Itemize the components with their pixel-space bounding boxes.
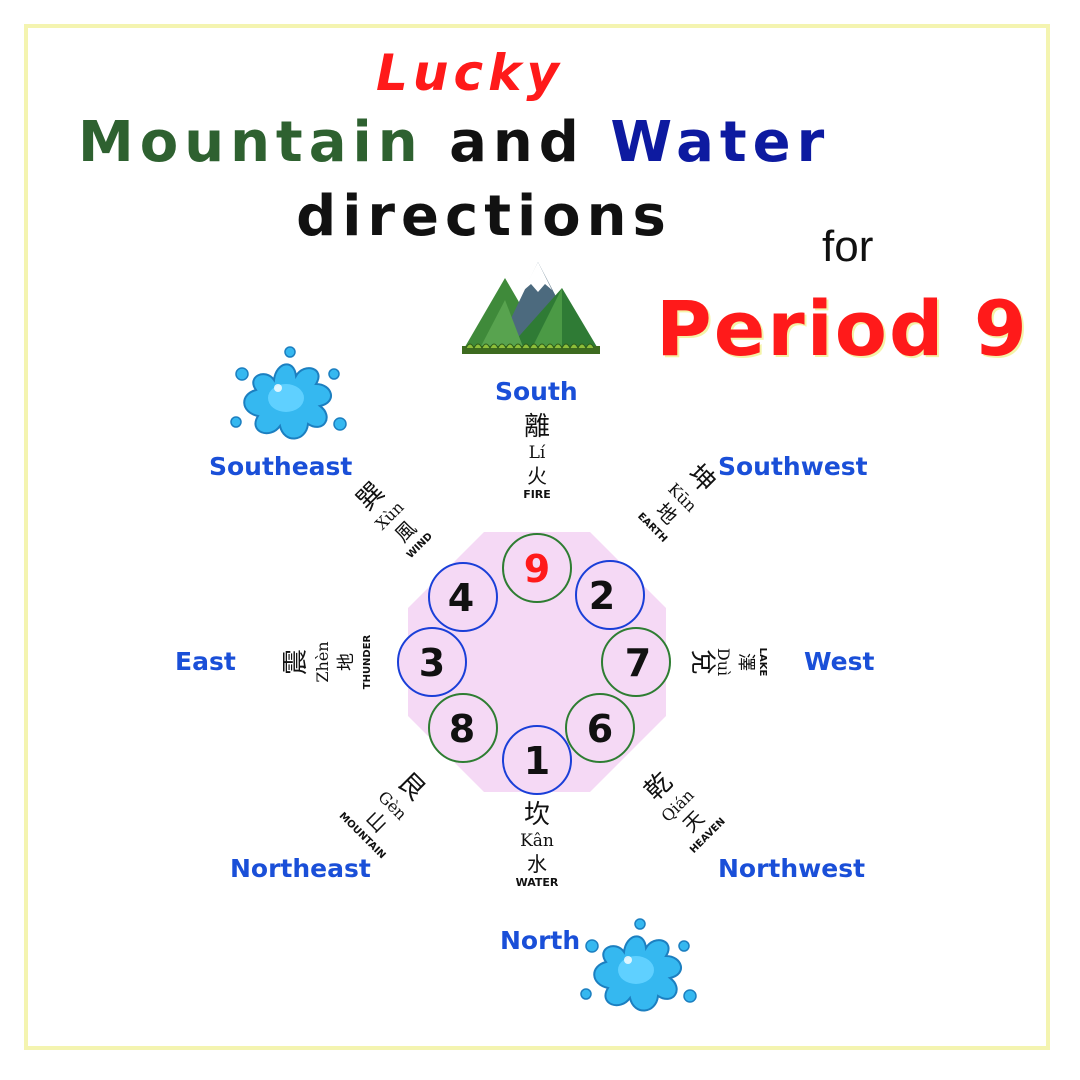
trigram-north-pinyin: Kân xyxy=(520,831,554,852)
star-number-west: 7 xyxy=(625,641,651,685)
title-period: Period 9 xyxy=(656,284,1029,373)
direction-southwest: Southwest xyxy=(718,452,868,481)
trigram-east-element: THUNDER xyxy=(362,634,373,689)
water-splash-icon xyxy=(230,346,347,440)
trigram-south: 離 Lí 火 FIRE xyxy=(487,412,587,501)
direction-southeast: Southeast xyxy=(209,452,353,481)
star-circle-north xyxy=(502,725,572,795)
trigram-west-pinyin: Duì xyxy=(714,648,733,676)
title-directions: directions xyxy=(296,184,672,249)
star-circle-northeast xyxy=(428,693,498,763)
title-for: for xyxy=(822,222,874,271)
star-number-north: 1 xyxy=(524,739,550,783)
star-number-southwest: 2 xyxy=(589,574,615,618)
title-lucky: Lucky xyxy=(376,44,564,102)
star-circle-east xyxy=(397,627,467,697)
trigram-east-element-cn: 地 xyxy=(336,653,357,671)
water-splash-icon xyxy=(580,918,697,1012)
star-circle-west xyxy=(601,627,671,697)
title-mountain: Mountain xyxy=(78,110,424,175)
direction-west: West xyxy=(804,647,875,676)
trigram-north-element: WATER xyxy=(515,875,559,889)
star-number-east: 3 xyxy=(419,641,445,685)
trigram-north: 坎 Kân 水 WATER xyxy=(487,800,587,889)
star-circle-northwest xyxy=(565,693,635,763)
trigram-south-element-cn: 火 xyxy=(527,463,547,488)
star-number-south: 9 xyxy=(524,547,550,591)
direction-east: East xyxy=(175,647,236,676)
star-circle-southeast xyxy=(428,562,498,632)
direction-north: North xyxy=(500,926,581,955)
trigram-west-element: LAKE xyxy=(757,648,768,677)
trigram-south-element: FIRE xyxy=(523,487,551,501)
trigram-east-pinyin: Zhèn xyxy=(313,641,332,682)
direction-northeast: Northeast xyxy=(230,854,371,883)
trigram-south-pinyin: Lí xyxy=(528,443,546,464)
title-line-2: Mountain and Water xyxy=(78,110,830,175)
trigram-west-char: 兌 xyxy=(687,649,717,675)
trigram-north-char: 坎 xyxy=(523,800,550,830)
star-circle-southwest xyxy=(575,560,645,630)
star-number-northwest: 6 xyxy=(587,707,613,751)
star-circle-south xyxy=(502,533,572,603)
star-circles xyxy=(397,533,671,795)
trigram-east-char: 震 xyxy=(281,649,311,675)
trigram-south-char: 離 xyxy=(523,412,550,442)
star-number-northeast: 8 xyxy=(449,707,475,751)
mountain-icon xyxy=(462,262,600,354)
title-and: and xyxy=(449,110,585,175)
direction-northwest: Northwest xyxy=(718,854,866,883)
trigram-north-element-cn: 水 xyxy=(527,851,547,876)
title-water: Water xyxy=(610,110,831,175)
border-frame xyxy=(24,24,1050,1050)
direction-south: South xyxy=(495,377,578,406)
star-number-southeast: 4 xyxy=(448,576,474,620)
trigram-west-element-cn: 澤 xyxy=(735,653,756,671)
